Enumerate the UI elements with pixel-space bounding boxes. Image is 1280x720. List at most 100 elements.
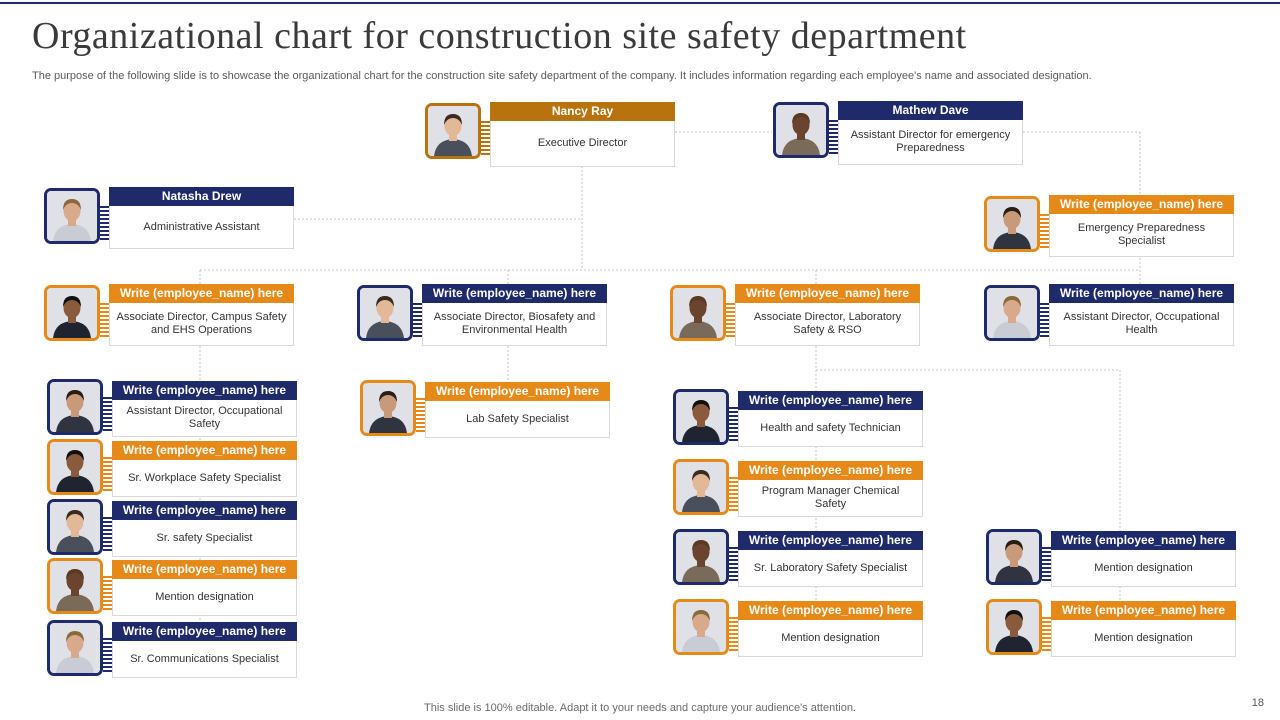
- employee-name[interactable]: Write (employee_name) here: [425, 382, 610, 401]
- employee-photo: [47, 499, 103, 555]
- employee-photo: [425, 103, 481, 159]
- employee-photo: [673, 529, 729, 585]
- stripe-decoration: [1040, 303, 1049, 337]
- employee-name[interactable]: Write (employee_name) here: [1051, 601, 1236, 620]
- page-number: 18: [1251, 697, 1264, 709]
- employee-name[interactable]: Write (employee_name) here: [109, 284, 294, 303]
- employee-name[interactable]: Write (employee_name) here: [112, 381, 297, 400]
- employee-photo: [44, 188, 100, 244]
- employee-photo: [986, 599, 1042, 655]
- stripe-decoration: [103, 576, 112, 610]
- stripe-decoration: [100, 206, 109, 240]
- employee-name[interactable]: Natasha Drew: [109, 187, 294, 206]
- employee-name[interactable]: Write (employee_name) here: [422, 284, 607, 303]
- stripe-decoration: [729, 407, 738, 441]
- employee-designation[interactable]: Emergency Preparedness Specialist: [1049, 214, 1234, 257]
- stripe-decoration: [1042, 617, 1051, 651]
- employee-designation[interactable]: Assistant Director for emergency Prepare…: [838, 120, 1023, 165]
- employee-photo: [673, 599, 729, 655]
- stripe-decoration: [729, 477, 738, 511]
- employee-name[interactable]: Write (employee_name) here: [112, 441, 297, 460]
- employee-photo: [357, 285, 413, 341]
- employee-designation[interactable]: Sr. safety Specialist: [112, 520, 297, 557]
- employee-photo: [47, 558, 103, 614]
- stripe-decoration: [103, 638, 112, 672]
- stripe-decoration: [416, 398, 425, 432]
- employee-designation[interactable]: Mention designation: [112, 579, 297, 616]
- employee-name[interactable]: Mathew Dave: [838, 101, 1023, 120]
- employee-designation[interactable]: Associate Director, Campus Safety and EH…: [109, 303, 294, 346]
- employee-name[interactable]: Write (employee_name) here: [738, 601, 923, 620]
- employee-designation[interactable]: Assistant Director, Occupational Health: [1049, 303, 1234, 346]
- employee-designation[interactable]: Executive Director: [490, 121, 675, 167]
- employee-designation[interactable]: Sr. Laboratory Safety Specialist: [738, 550, 923, 587]
- employee-name[interactable]: Write (employee_name) here: [1049, 284, 1234, 303]
- employee-name[interactable]: Write (employee_name) here: [112, 560, 297, 579]
- employee-photo: [984, 196, 1040, 252]
- page-subtitle: The purpose of the following slide is to…: [32, 70, 1092, 82]
- employee-name[interactable]: Write (employee_name) here: [738, 531, 923, 550]
- employee-photo: [47, 379, 103, 435]
- employee-name[interactable]: Write (employee_name) here: [735, 284, 920, 303]
- footer-note: This slide is 100% editable. Adapt it to…: [424, 702, 856, 714]
- employee-designation[interactable]: Lab Safety Specialist: [425, 401, 610, 438]
- stripe-decoration: [481, 121, 490, 155]
- employee-designation[interactable]: Mention designation: [1051, 620, 1236, 657]
- employee-name[interactable]: Write (employee_name) here: [1051, 531, 1236, 550]
- employee-photo: [984, 285, 1040, 341]
- employee-name[interactable]: Write (employee_name) here: [112, 501, 297, 520]
- employee-designation[interactable]: Assistant Director, Occupational Safety: [112, 400, 297, 437]
- employee-photo: [986, 529, 1042, 585]
- employee-designation[interactable]: Associate Director, Biosafety and Enviro…: [422, 303, 607, 346]
- employee-designation[interactable]: Sr. Communications Specialist: [112, 641, 297, 678]
- stripe-decoration: [829, 120, 838, 154]
- employee-name[interactable]: Write (employee_name) here: [738, 391, 923, 410]
- employee-name[interactable]: Write (employee_name) here: [112, 622, 297, 641]
- stripe-decoration: [413, 303, 422, 337]
- employee-photo: [670, 285, 726, 341]
- employee-designation[interactable]: Mention designation: [738, 620, 923, 657]
- employee-photo: [44, 285, 100, 341]
- employee-photo: [673, 459, 729, 515]
- employee-name[interactable]: Write (employee_name) here: [1049, 195, 1234, 214]
- employee-designation[interactable]: Associate Director, Laboratory Safety & …: [735, 303, 920, 346]
- employee-photo: [47, 620, 103, 676]
- employee-name[interactable]: Write (employee_name) here: [738, 461, 923, 480]
- stripe-decoration: [729, 617, 738, 651]
- employee-designation[interactable]: Administrative Assistant: [109, 206, 294, 249]
- stripe-decoration: [1042, 547, 1051, 581]
- employee-designation[interactable]: Sr. Workplace Safety Specialist: [112, 460, 297, 497]
- employee-photo: [773, 102, 829, 158]
- stripe-decoration: [103, 517, 112, 551]
- employee-name[interactable]: Nancy Ray: [490, 102, 675, 121]
- stripe-decoration: [726, 303, 735, 337]
- employee-designation[interactable]: Program Manager Chemical Safety: [738, 480, 923, 517]
- stripe-decoration: [100, 303, 109, 337]
- employee-photo: [47, 439, 103, 495]
- employee-photo: [673, 389, 729, 445]
- top-accent-line: [0, 2, 1280, 4]
- employee-designation[interactable]: Health and safety Technician: [738, 410, 923, 447]
- stripe-decoration: [1040, 214, 1049, 248]
- page-title: Organizational chart for construction si…: [32, 15, 967, 57]
- employee-designation[interactable]: Mention designation: [1051, 550, 1236, 587]
- stripe-decoration: [103, 397, 112, 431]
